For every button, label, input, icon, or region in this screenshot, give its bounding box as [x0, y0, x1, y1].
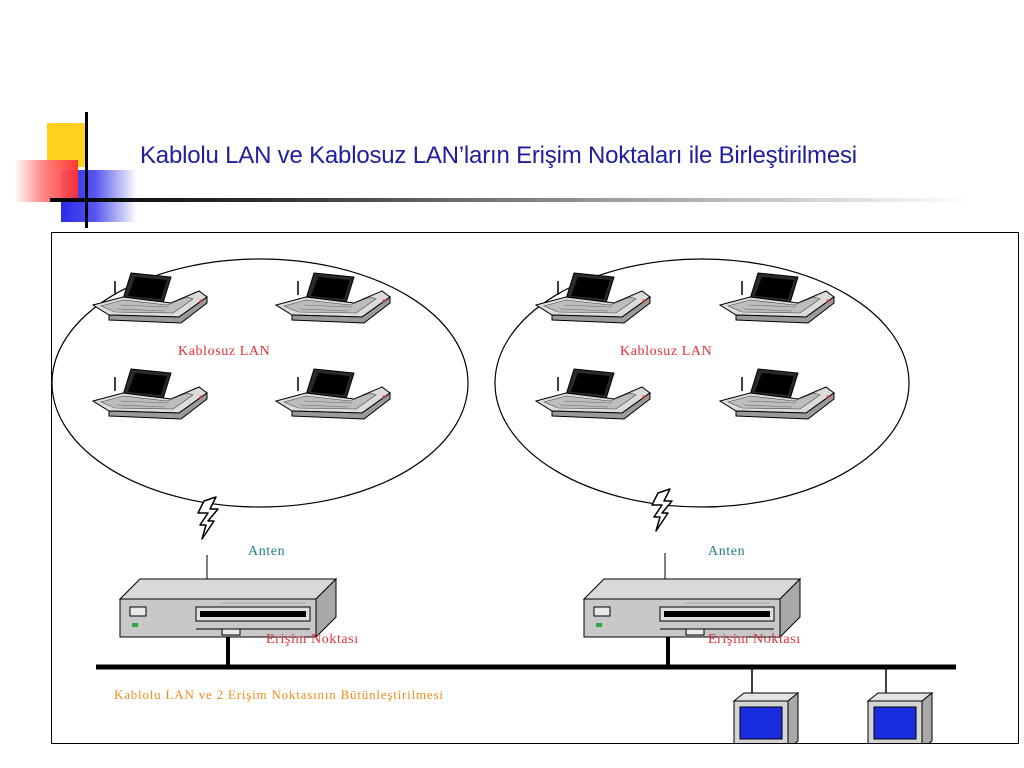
diagram-frame: Kablosuz LAN Anten Erişim Noktası Kablos…: [51, 232, 1019, 744]
wireless-range-circle: [52, 258, 469, 508]
wireless-cell-left: Kablosuz LAN Anten Erişim Noktası: [52, 258, 469, 667]
laptop-icon: [719, 368, 835, 420]
laptop-icon: [535, 272, 651, 324]
laptop-icon: [719, 272, 835, 324]
deco-vertical-line: [85, 112, 88, 228]
wireless-range-circle: [494, 258, 910, 508]
lightning-signal-icon: [197, 496, 219, 540]
diagram-caption: Kablolu LAN ve 2 Erişim Noktasının Bütün…: [114, 687, 444, 702]
lightning-signal-icon: [651, 488, 673, 532]
laptop-icon: [92, 368, 208, 420]
network-diagram: Kablosuz LAN Anten Erişim Noktası Kablos…: [52, 258, 956, 743]
page-title: Kablolu LAN ve Kablosuz LAN’ların Erişim…: [140, 142, 857, 169]
deco-yellow-square: [47, 123, 87, 167]
desktop-computer-icon: [837, 692, 941, 743]
wireless-cell-right: Kablosuz LAN Anten Erişim Noktası: [494, 258, 910, 667]
antenna-label: Anten: [248, 544, 285, 559]
access-point-icon: [583, 578, 801, 638]
title-divider: [50, 198, 970, 202]
laptop-icon: [275, 272, 391, 324]
deco-red-square: [14, 160, 78, 202]
laptop-icon: [535, 368, 651, 420]
laptop-icon: [275, 368, 391, 420]
desktop-computer-icon: [703, 692, 807, 743]
wireless-lan-label: Kablosuz LAN: [620, 344, 712, 359]
antenna-label: Anten: [708, 544, 745, 559]
access-point-icon: [119, 578, 337, 638]
laptop-icon: [92, 272, 208, 324]
access-point-label: Erişim Noktası: [708, 632, 801, 647]
access-point-label: Erişim Noktası: [266, 632, 359, 647]
wireless-lan-label: Kablosuz LAN: [178, 344, 270, 359]
